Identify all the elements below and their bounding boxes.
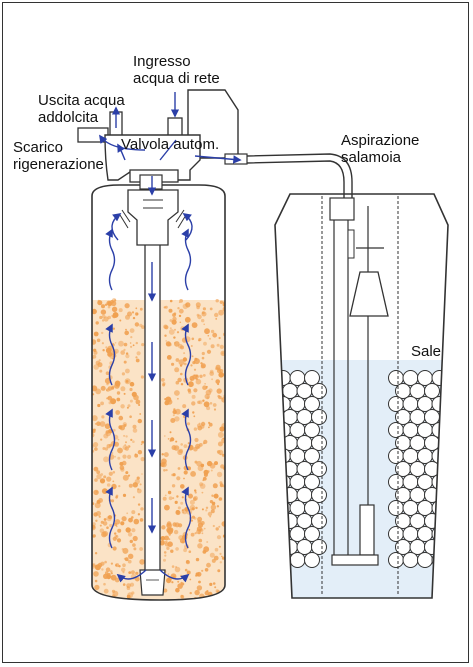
brine-tank bbox=[274, 193, 449, 599]
image-border bbox=[2, 2, 469, 663]
label-scarico-line2: rigenerazione bbox=[13, 156, 104, 173]
automatic-valve bbox=[77, 89, 248, 190]
label-uscita: Uscita acqua addolcita bbox=[38, 92, 125, 126]
flow-arrows bbox=[99, 92, 242, 583]
label-aspirazione-line2: salamoia bbox=[341, 149, 402, 166]
tank-neck bbox=[119, 189, 187, 246]
brine-suction-tube bbox=[246, 153, 353, 205]
label-ingresso: Ingresso acqua di rete bbox=[133, 53, 220, 87]
label-aspirazione: Aspirazione salamoia bbox=[341, 132, 419, 166]
label-uscita-line2: addolcita bbox=[38, 109, 99, 126]
label-scarico-line1: Scarico bbox=[13, 139, 64, 156]
label-uscita-line1: Uscita acqua bbox=[38, 92, 125, 109]
label-sale: Sale bbox=[411, 343, 442, 360]
label-scarico: Scarico rigenerazione bbox=[13, 139, 104, 173]
label-valvola: Valvola autom. bbox=[121, 136, 220, 153]
label-aspirazione-line1: Aspirazione bbox=[341, 132, 420, 149]
label-ingresso-line2: acqua di rete bbox=[133, 70, 220, 87]
label-ingresso-line1: Ingresso bbox=[133, 53, 191, 70]
